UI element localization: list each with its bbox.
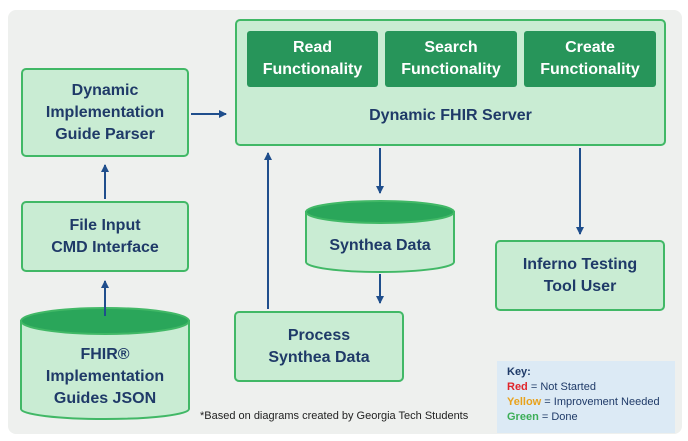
inferno-testing-box: Inferno Testing Tool User	[495, 240, 665, 311]
status-key: Key: Red = Not Started Yellow = Improvem…	[497, 361, 675, 433]
fhir-guides-line1: FHIR®	[80, 346, 130, 363]
synthea-data-cylinder	[305, 200, 455, 273]
read-functionality-line2: Functionality	[262, 61, 363, 78]
synthea-data-label: Synthea Data	[306, 235, 454, 257]
key-yellow-text: = Improvement Needed	[541, 396, 660, 408]
read-functionality-line1: Read	[292, 39, 333, 56]
create-functionality-box: Create Functionality	[524, 31, 656, 87]
create-functionality-line2: Functionality	[540, 61, 640, 78]
key-red-word: Red	[507, 381, 528, 393]
key-green-text: = Done	[538, 411, 578, 423]
key-red-row: Red = Not Started	[507, 380, 665, 395]
parser-line2: Implementation	[45, 103, 165, 121]
file-input-line2: CMD Interface	[51, 238, 159, 256]
key-red-text: = Not Started	[527, 381, 596, 393]
attribution-note: *Based on diagrams created by Georgia Te…	[200, 410, 469, 422]
fhir-guides-line2: Implementation	[45, 368, 165, 385]
fhir-guides-label: FHIR® Implementation Guides JSON	[21, 344, 189, 410]
file-input-line1: File Input	[69, 216, 141, 234]
synthea-data-text: Synthea Data	[329, 237, 431, 254]
search-functionality-line1: Search	[424, 39, 478, 56]
process-line1: Process	[287, 326, 351, 344]
process-synthea-box: Process Synthea Data	[234, 311, 404, 382]
process-line2: Synthea Data	[268, 348, 370, 366]
key-green-word: Green	[507, 411, 539, 423]
create-functionality-line1: Create	[565, 39, 615, 56]
inferno-line1: Inferno Testing	[522, 255, 638, 273]
server-title: Dynamic FHIR Server	[369, 107, 532, 124]
search-functionality-line2: Functionality	[401, 61, 501, 78]
inferno-line2: Tool User	[543, 277, 617, 295]
parser-line3: Guide Parser	[55, 125, 155, 143]
search-functionality-box: Search Functionality	[385, 31, 517, 87]
key-title: Key:	[507, 366, 531, 378]
file-input-box: File Input CMD Interface	[21, 201, 189, 272]
key-yellow-word: Yellow	[507, 396, 542, 408]
parser-line1: Dynamic	[71, 81, 139, 99]
dynamic-fhir-server-box: Read Functionality Search Functionality …	[235, 19, 666, 146]
guide-parser-box: Dynamic Implementation Guide Parser	[21, 68, 189, 157]
read-functionality-box: Read Functionality	[247, 31, 378, 87]
key-green-row: Green = Done	[507, 410, 665, 425]
key-yellow-row: Yellow = Improvement Needed	[507, 395, 665, 410]
fhir-guides-line3: Guides JSON	[53, 390, 157, 407]
